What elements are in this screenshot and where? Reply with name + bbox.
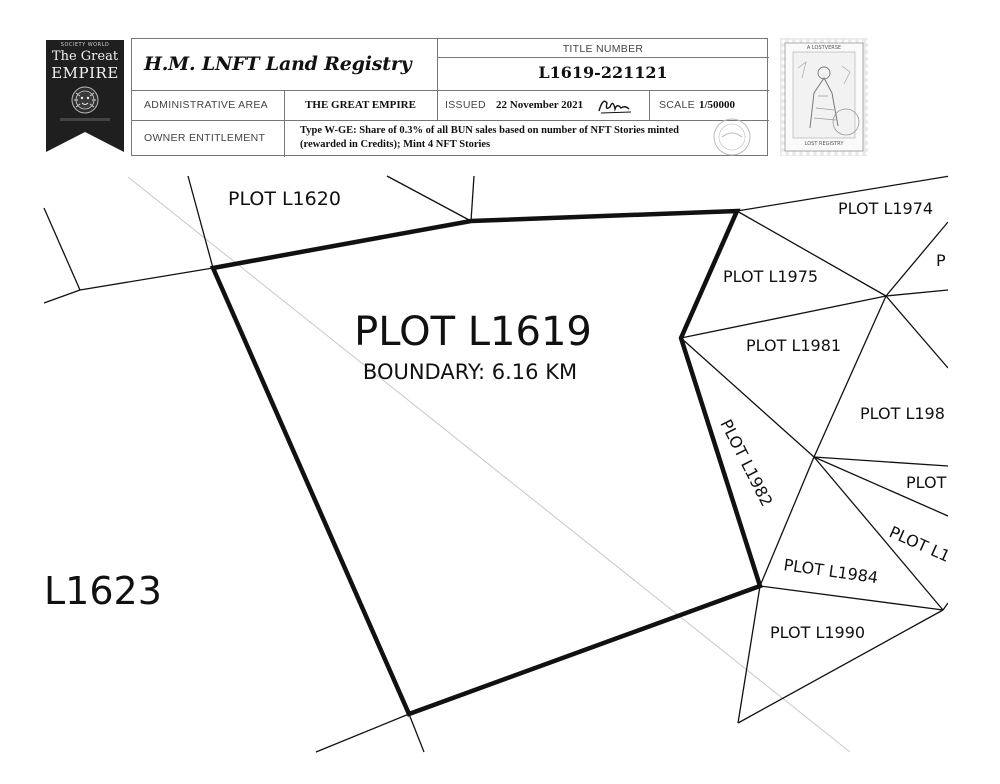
badge-small-text: SOCIETY WORLD: [60, 42, 110, 48]
owner-entitlement-value: Type W-GE: Share of 0.3% of all BUN sale…: [300, 125, 679, 150]
main-plot-boundary[interactable]: [209, 208, 763, 717]
plot-label-l1984: PLOT L1984: [782, 555, 879, 587]
empire-badge: SOCIETY WORLD The Great EMPIRE: [46, 40, 124, 152]
signature-icon: [598, 100, 632, 114]
registry-title: H.M. LNFT Land Registry: [144, 53, 412, 75]
boundary-label: BOUNDARY: 6.16 KM: [363, 360, 577, 384]
plot-label-l1982: PLOT L1982: [716, 416, 776, 509]
admin-area-label: ADMINISTRATIVE AREA: [144, 99, 268, 111]
neighbor-boundaries: [43, 175, 951, 753]
issued-value: 22 November 2021: [496, 99, 584, 111]
plot-label-l1620: PLOT L1620: [228, 188, 341, 210]
stamp-bottom-text: LOST REGISTRY: [804, 141, 844, 147]
scale-label: SCALE: [659, 99, 695, 111]
faint-seal-icon: [713, 118, 751, 156]
plot-label-l1975: PLOT L1975: [723, 267, 818, 286]
title-number: L1619-221121: [538, 63, 668, 82]
plot-label-l1990: PLOT L1990: [770, 623, 865, 642]
badge-title-line2: EMPIRE: [51, 64, 119, 82]
stamp-top-text: A LOSTVERSE: [806, 45, 842, 51]
plot-label-l198: PLOT L198: [860, 404, 945, 423]
right-edge-mask: [948, 170, 1000, 770]
plot-label-l1974: PLOT L1974: [838, 199, 933, 218]
plot-label-l1981: PLOT L1981: [746, 336, 841, 355]
lion-emblem-icon: [71, 86, 99, 114]
owner-entitlement-label: OWNER ENTITLEMENT: [144, 132, 266, 144]
plot-label-p: P: [936, 251, 946, 270]
registry-header: H.M. LNFT Land Registry TITLE NUMBER L16…: [131, 38, 769, 157]
road-line: [127, 176, 851, 753]
postage-stamp: A LOSTVERSE LOST REGISTRY: [780, 38, 868, 156]
main-plot-label: PLOT L1619: [354, 309, 592, 355]
plot-label-l1623: L1623: [44, 569, 162, 613]
issued-label: ISSUED: [445, 99, 486, 111]
plot-label-right1: PLOT: [906, 473, 947, 492]
badge-title-line1: The Great: [51, 49, 119, 64]
plot-label-right2: PLOT L1: [886, 522, 953, 566]
admin-area-value: THE GREAT EMPIRE: [305, 99, 416, 111]
scale-value: 1/50000: [699, 99, 736, 111]
title-number-label: TITLE NUMBER: [562, 43, 644, 55]
